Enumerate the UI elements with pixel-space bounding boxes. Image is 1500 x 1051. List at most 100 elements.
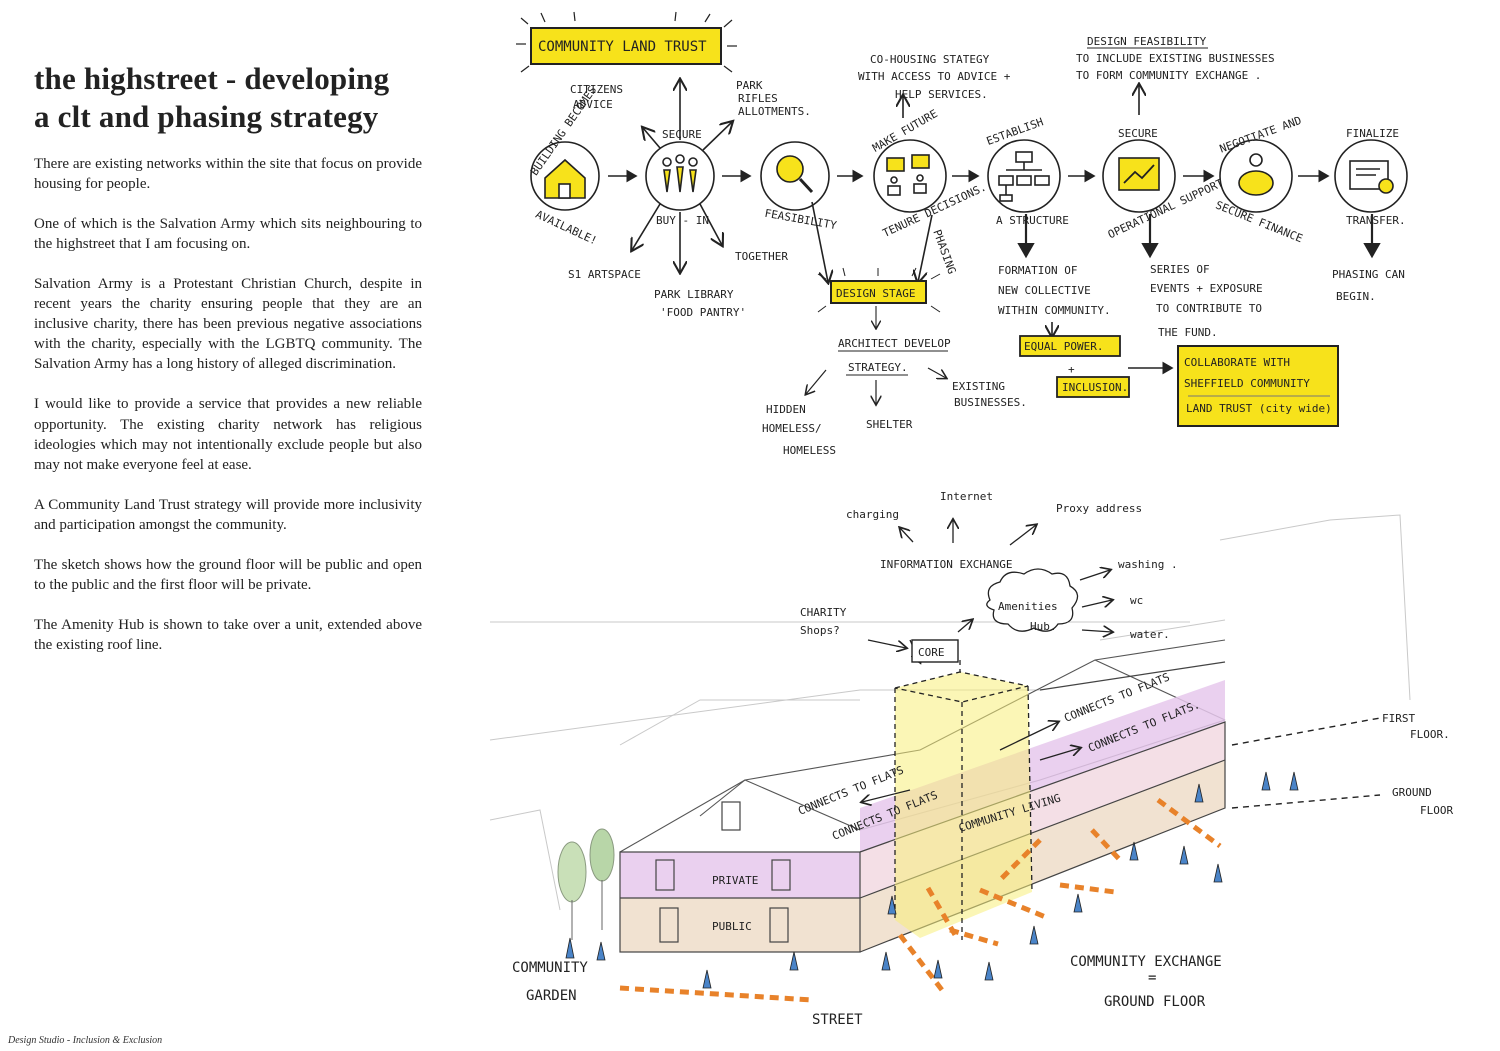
orange-flow-arrows (619, 797, 1222, 1003)
node-tenure (873, 139, 947, 213)
paragraph: Salvation Army is a Protestant Christian… (34, 276, 422, 373)
node-secure-finance (1219, 139, 1293, 213)
people (565, 771, 1299, 989)
node2-top: SECURE (662, 128, 702, 141)
node-structure (987, 139, 1061, 213)
hidden-label-3: HOMELESS (783, 444, 836, 457)
trees (557, 828, 615, 940)
core-label: CORE (918, 646, 945, 659)
park-label-2: RIFLES (738, 92, 778, 105)
charging-label: charging (846, 508, 899, 521)
cohousing-label-3: HELP SERVICES. (895, 88, 988, 101)
library-label-2: 'FOOD PANTRY' (660, 306, 746, 319)
node7-top: NEGOTIATE AND (1218, 114, 1303, 156)
series-label-4: THE FUND. (1158, 326, 1218, 339)
washing-label: washing . (1118, 558, 1178, 571)
community-exchange-label-2: GROUND FLOOR (1104, 994, 1206, 1010)
citizens-label: CITIZENS (570, 83, 623, 96)
amenities-label: Amenities (998, 600, 1058, 613)
title-line-2: a clt and phasing strategy (34, 98, 379, 134)
series-label-2: EVENTS + EXPOSURE (1150, 282, 1263, 295)
clt-banner (516, 11, 737, 73)
citizens-label-2: ADVICE (573, 98, 613, 111)
design-stage-label: DESIGN STAGE (836, 287, 915, 300)
design-feasibility-title: DESIGN FEASIBILITY (1087, 35, 1207, 48)
node-feasibility (760, 141, 830, 211)
paragraph: The sketch shows how the ground floor wi… (34, 557, 422, 594)
charity-label: CHARITY (800, 606, 847, 619)
formation-label-3: WITHIN COMMUNITY. (998, 304, 1111, 317)
community-garden-label: COMMUNITY (512, 960, 588, 976)
wc-label: wc (1130, 594, 1143, 607)
title-line-1: the highstreet - developing (34, 61, 390, 96)
hidden-label-2: HOMELESS/ (762, 422, 822, 435)
flow-diagram (516, 11, 1408, 427)
existing-label: EXISTING (952, 380, 1005, 393)
proxy-label: Proxy address (1056, 502, 1142, 515)
park-label: PARK (736, 79, 763, 92)
existing-label-2: BUSINESSES. (954, 396, 1027, 409)
node-building-available (530, 141, 600, 211)
design-stage-box (830, 280, 927, 304)
ground-floor-label: GROUND (1392, 786, 1432, 799)
building-sketch (489, 514, 1411, 953)
together-label: TOGETHER (735, 250, 788, 263)
paragraph: A Community Land Trust strategy will pro… (34, 496, 422, 533)
design-feasibility-line2: TO INCLUDE EXISTING BUSINESSES (1076, 52, 1275, 65)
water-label: water. (1130, 628, 1170, 641)
inclusion-label: INCLUSION. (1062, 381, 1128, 394)
park-label-3: ALLOTMENTS. (738, 105, 811, 118)
collaborate-label-3: LAND TRUST (city wide) (1186, 402, 1332, 415)
shelter-label: SHELTER (866, 418, 913, 431)
hidden-label: HIDDEN (766, 403, 806, 416)
design-feasibility-line3: TO FORM COMMUNITY EXCHANGE . (1076, 69, 1261, 82)
paragraph: There are existing networks within the s… (34, 155, 422, 192)
phasing-label: PHASING (930, 228, 958, 276)
series-label: SERIES OF (1150, 263, 1210, 276)
footer-caption: Design Studio - Inclusion & Exclusion (8, 1035, 163, 1046)
node3-label: FEASIBILITY (764, 207, 838, 233)
community-exchange-label: COMMUNITY EXCHANGE (1070, 954, 1222, 970)
first-floor-label: FIRST (1382, 712, 1415, 725)
first-floor-label-2: FLOOR. (1410, 728, 1450, 741)
node4-top: MAKE FUTURE (870, 107, 940, 155)
equal-power-label: EQUAL POWER. (1024, 340, 1103, 353)
equal-power-box (1019, 335, 1121, 357)
street-label: STREET (812, 1012, 863, 1028)
plus-label: + (1068, 363, 1075, 376)
cohousing-label-2: WITH ACCESS TO ADVICE + (858, 70, 1011, 83)
context-lines (489, 514, 1411, 911)
node7-bottom: SECURE FINANCE (1214, 198, 1305, 245)
node-operational-support (1102, 139, 1176, 213)
arrow-to-design-stage (811, 201, 828, 282)
artspace-label: S1 ARTSPACE (568, 268, 641, 281)
page-title: the highstreet - developing a clt and ph… (34, 60, 422, 136)
private-label: PRIVATE (712, 874, 758, 887)
paragraph: I would like to provide a service that p… (34, 396, 422, 473)
internet-label: Internet (940, 490, 993, 503)
cohousing-label: CO-HOUSING STATEGY (870, 53, 990, 66)
formation-label-2: NEW COLLECTIVE (998, 284, 1091, 297)
phasing-begin-label: PHASING CAN (1332, 268, 1405, 281)
series-label-3: TO CONTRIBUTE TO (1156, 302, 1262, 315)
paragraph: One of which is the Salvation Army which… (34, 215, 422, 252)
node8-top: FINALIZE (1346, 127, 1399, 140)
node-finalize-transfer (1334, 139, 1408, 213)
core-box (911, 639, 959, 663)
amenities-cloud (986, 568, 1079, 632)
clt-banner-label: COMMUNITY LAND TRUST (538, 39, 707, 55)
arrow-phasing (918, 214, 933, 282)
node5-top: ESTABLISH (985, 115, 1045, 148)
ground-floor-label-2: FLOOR (1420, 804, 1453, 817)
design-stage-sparks (817, 267, 941, 313)
charity-label-2: Shops? (800, 624, 840, 637)
community-exchange-equals: = (1148, 970, 1156, 986)
node-secure-buyin (645, 141, 715, 211)
collaborate-box (1177, 345, 1339, 427)
library-label: PARK LIBRARY (654, 288, 734, 301)
amenities-label-2: Hub. (1030, 620, 1057, 633)
amenity-hub-volume (895, 672, 1032, 938)
node5-bottom: A STRUCTURE (996, 214, 1069, 227)
node1-bottom: AVAILABLE! (534, 208, 600, 248)
